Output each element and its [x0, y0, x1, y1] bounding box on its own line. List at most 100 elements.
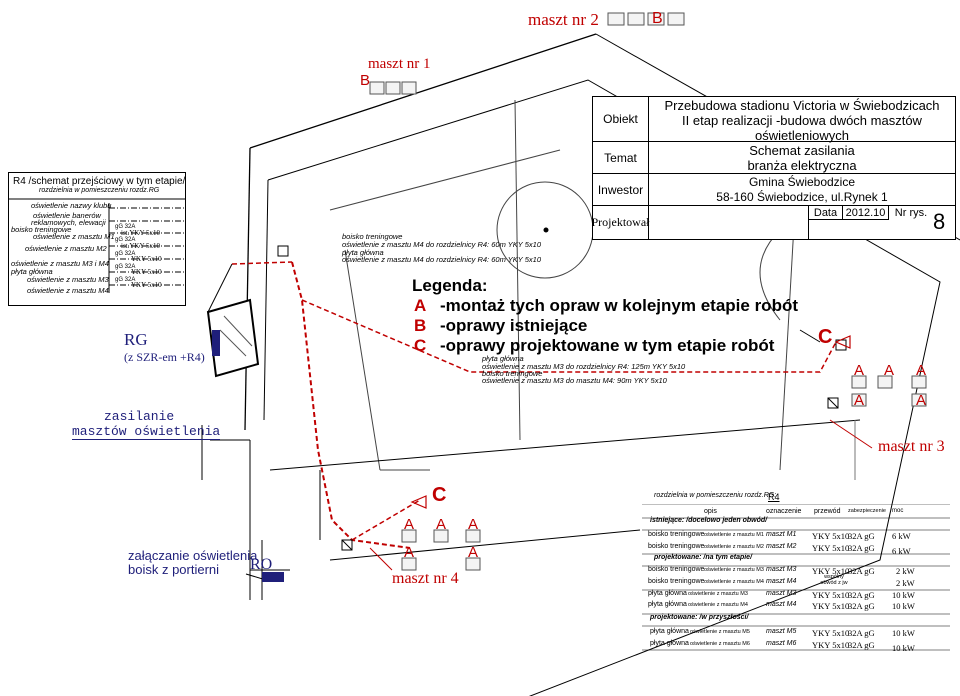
zasilanie-label: masztów oświetlenia — [72, 424, 221, 440]
rg-sublabel: (z SZR-em +R4) — [124, 350, 205, 364]
cell-sub: oświetlenie z masztu M5 — [690, 629, 750, 635]
cable-route — [301, 299, 837, 373]
cell-przewod: YKY 5x10 — [812, 590, 850, 600]
cell-ozn: maszt M4 — [766, 601, 797, 608]
mast-3-label: maszt nr 3 — [878, 438, 945, 455]
cable-note: oświetlenie z masztu M4 do rozdzielnicy … — [342, 240, 541, 249]
section-label: istniejące: /docelowo jeden obwód/ — [650, 517, 768, 524]
cell-zab: 32A gG — [848, 543, 875, 553]
title-block: Obiekt Przebudowa stadionu Victoria w Św… — [592, 96, 956, 240]
cell-ozn: maszt M4 — [766, 578, 797, 585]
field-line — [329, 149, 561, 211]
mast-1-symbol — [277, 245, 289, 257]
field-outline — [263, 179, 269, 421]
field-outline — [267, 79, 941, 696]
data-label: Data — [809, 206, 843, 220]
table-header-code: R4 — [768, 492, 780, 502]
circuit-label: oświetlenie banerów — [33, 211, 101, 220]
cell-opis: płyta główna — [650, 628, 689, 635]
cell-zab: 32A gG — [848, 566, 875, 576]
cell-moc: 2 kW — [896, 578, 915, 588]
mast-2-letter: B — [652, 10, 663, 27]
cable-route — [291, 261, 411, 549]
circuit-label: oświetlenie z masztu M2 — [25, 244, 107, 253]
cell-ozn: maszt M6 — [766, 640, 797, 647]
breaker-label: gG 32A — [115, 277, 136, 283]
cable-note: oświetlenie z masztu M3 do masztu M4: 90… — [482, 376, 667, 385]
cable-note: boisko treningowe — [342, 232, 403, 241]
data-value: 2012.10 — [843, 206, 889, 220]
mast-4-symbol — [341, 539, 353, 551]
mast-2-label: maszt nr 2 — [528, 10, 599, 29]
cell-przewod: wspólny obwód z jw — [820, 574, 848, 586]
fixture-a-letter: A — [404, 516, 415, 533]
cable-route — [351, 499, 421, 541]
cell-ozn: maszt M5 — [766, 628, 797, 635]
breaker-label: gG 32A — [115, 264, 136, 270]
cell-moc: 10 kW — [892, 628, 915, 638]
nr-value: 8 — [933, 209, 946, 234]
fixture-a-letter: A — [884, 362, 895, 379]
cell-opis: boisko treningowe — [648, 543, 705, 550]
table-columns: opis oznaczenie przewód zabezpieczenie m… — [642, 508, 950, 520]
mast-3-symbol — [827, 339, 847, 409]
fixture-c-letter: C — [432, 484, 447, 506]
legend-text: -oprawy projektowane w tym etapie robót — [440, 336, 775, 355]
boundary-line — [249, 33, 597, 149]
leader-line — [207, 263, 233, 313]
projektowal-label: Projektował — [592, 206, 650, 239]
temat-line: Schemat zasilania — [749, 143, 855, 158]
column-header: moc — [892, 508, 904, 514]
cell-przewod: YKY 5x10 — [812, 543, 850, 553]
column-header: przewód — [814, 508, 841, 515]
section-label: projektowane: /w przyszłości/ — [650, 614, 749, 621]
inwestor-line: Gmina Świebodzice — [748, 175, 856, 189]
cell-opis: płyta główna — [648, 590, 687, 597]
cell-ozn: maszt M1 — [766, 531, 797, 538]
temat-label: Temat — [593, 142, 649, 174]
fixture-a-letter: A — [468, 544, 479, 561]
cable-note: płyta główna — [482, 354, 524, 363]
obiekt-label: Obiekt — [593, 97, 649, 142]
circuit-label: oświetlenie nazwy klubu — [31, 201, 112, 210]
ro-room — [250, 569, 290, 582]
leader-line — [829, 419, 873, 449]
fixture-a-letter: A — [436, 516, 447, 533]
legend-text: -montaż tych opraw w kolejnym etapie rob… — [440, 296, 798, 315]
cell-sub: oświetlenie z masztu M3 — [688, 591, 748, 597]
field-line — [514, 99, 521, 441]
leader-line — [369, 547, 393, 571]
fixture-a-letter: A — [916, 362, 927, 379]
cable-label: ist.YKY 5x10 — [121, 242, 161, 250]
temat-line: branża elektryczna — [747, 158, 857, 173]
breaker-label: gG 32A — [115, 237, 136, 243]
boundary-line — [244, 147, 251, 431]
cell-sub: oświetlenie z masztu M4 — [688, 602, 748, 608]
cell-opis: boisko treningowe — [648, 531, 705, 538]
schematic-lines — [9, 198, 185, 293]
legend-letter: C — [414, 336, 427, 355]
zalaczanie-label: załączanie oświetlenia — [128, 548, 258, 563]
mast-4-label: maszt nr 4 — [392, 570, 459, 587]
table-header: rozdzielnia w pomieszczeniu rozdz.RG: R4 — [642, 492, 950, 504]
legend-letter: A — [414, 296, 427, 315]
cell-sub: oświetlenie z masztu M2 — [704, 544, 764, 550]
circuit-label: oświetlenie z masztu M1 — [33, 232, 115, 241]
breaker-label: gG 32A — [115, 251, 136, 257]
cell-zab: 32A gG — [848, 628, 875, 638]
zasilanie-label: zasilanie — [104, 409, 175, 424]
fixture-a-letter: A — [854, 362, 865, 379]
circuit-label: oświetlenie z masztu M3 — [27, 275, 109, 284]
circuit-label: reklamowych, elewacji — [31, 218, 106, 227]
cell-moc: 6 kW — [892, 531, 911, 541]
rg-label: RG — [124, 330, 148, 349]
obiekt-line: oświetleniowych — [755, 128, 849, 143]
fixture-a-letter: A — [916, 392, 927, 409]
cell-ozn: maszt M3 — [766, 590, 797, 597]
mast-1-label: maszt nr 1 — [368, 56, 431, 72]
table-header-text: rozdzielnia w pomieszczeniu rozdz.RG: — [654, 492, 777, 499]
cable-note: oświetlenie z masztu M4 do rozdzielnicy … — [342, 255, 541, 264]
obiekt-value: Przebudowa stadionu Victoria w Świebodzi… — [649, 97, 955, 143]
nr-label: Nr rys. — [894, 207, 928, 219]
cell-moc: 10 kW — [892, 601, 915, 611]
